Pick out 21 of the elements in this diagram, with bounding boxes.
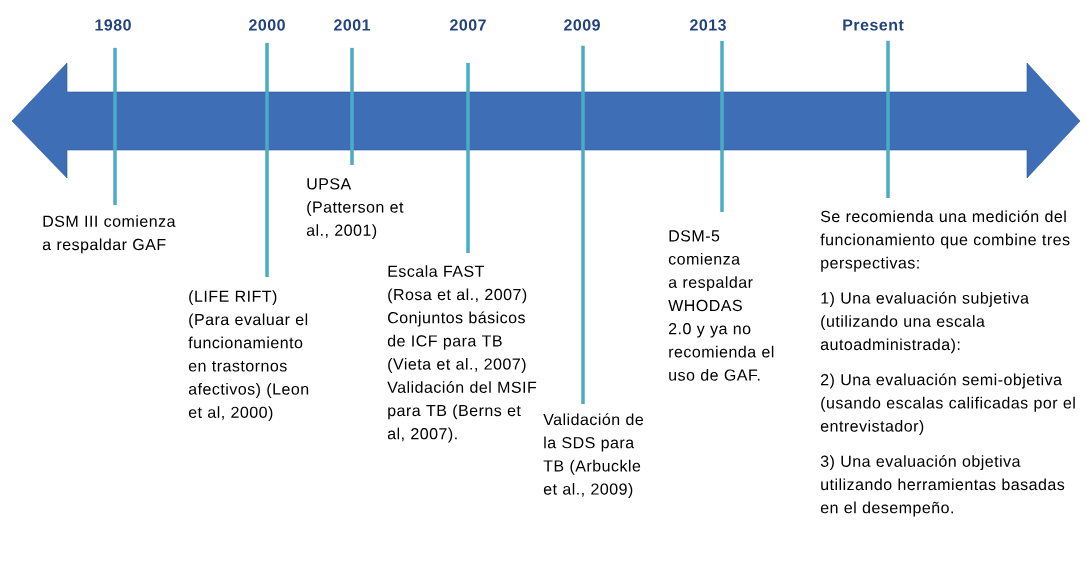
year-label: 2009 (564, 19, 600, 31)
tick-line (350, 47, 354, 165)
tick-line (886, 40, 890, 198)
event-text: UPSA (Patterson et al., 2001) (306, 178, 404, 240)
event-text: (LIFE RIFT) (Para evaluar el funcionamiento en trastornos afectivos) (Leon et al, 2000) (188, 290, 309, 422)
event-text: Escala FAST (Rosa et al., 2007) Conjuntos básicos de ICF para TB (Vieta et al., 2007) Validación del MSIF para TB (Berns et al, 2007). (387, 265, 537, 443)
tick-line (265, 42, 269, 277)
event-text: DSM-5 comienza a respaldar WHODAS 2.0 y ya no recomienda el uso de GAF. (668, 230, 774, 381)
year-label: 2013 (690, 19, 726, 31)
tick-line (466, 62, 470, 253)
event-text: Validación de la SDS para TB (Arbuckle et al., 2009) (543, 413, 644, 498)
year-label: 1980 (95, 19, 131, 31)
event-text: DSM III comienza a respaldar GAF (42, 215, 176, 254)
year-label: 2007 (450, 19, 486, 31)
tick-line (720, 40, 724, 212)
tick-line (113, 47, 117, 205)
year-label: 2000 (249, 19, 285, 31)
year-label: 2001 (334, 19, 371, 31)
tick-line (581, 45, 585, 404)
year-label: Present (843, 19, 904, 31)
event-text: Se recomienda una medición del funcionamiento que combine tres perspectivas: 1) Una evaluación subjetiva (utilizando una escala autoadministrada): 2) Una evaluación semi-objetiva (usando escalas calificadas por el entrevistador) 3) Una evaluación objetiva utilizando herramientas basadas en el desempeño. (820, 210, 1075, 517)
